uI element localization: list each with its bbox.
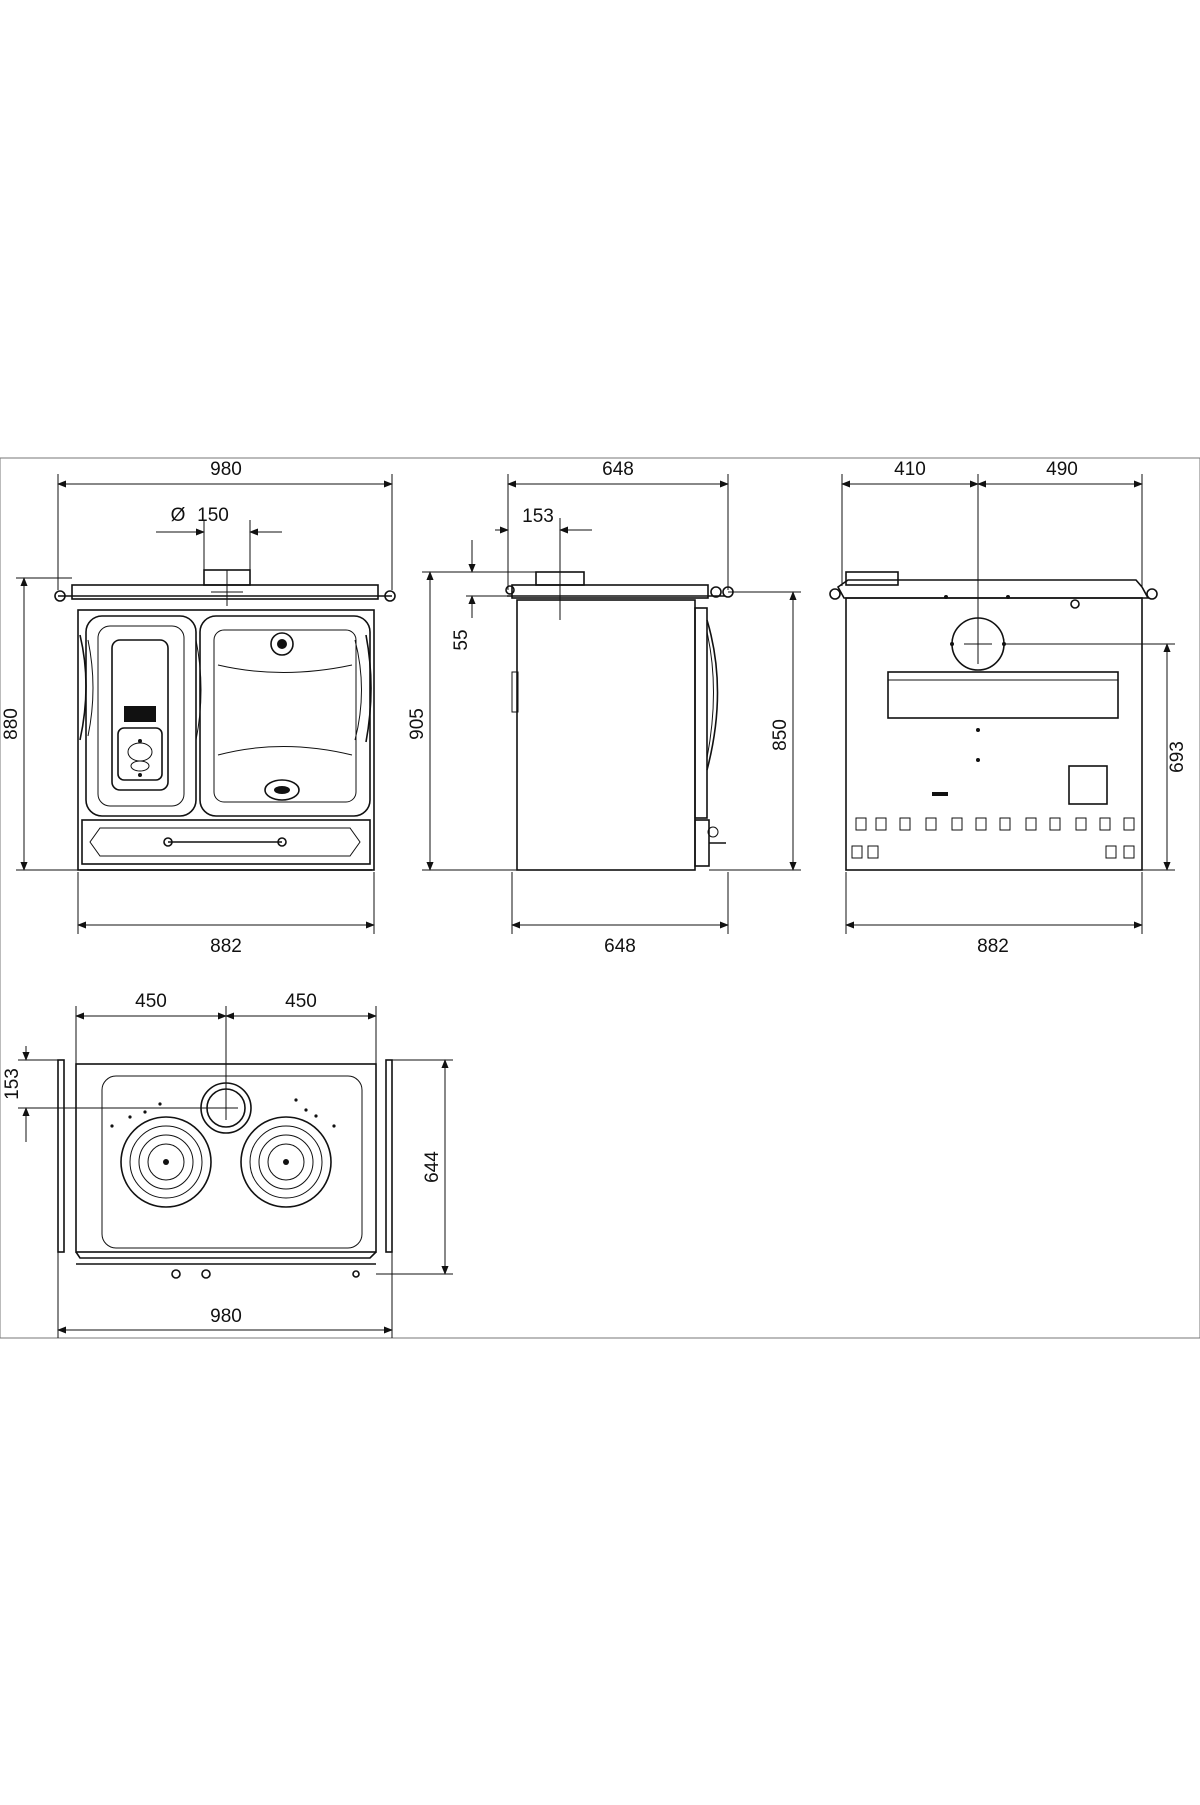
- side-door-handle: [706, 619, 719, 771]
- top-left-half-label: 450: [135, 991, 167, 1012]
- hot-plate-left: [120, 1116, 212, 1208]
- rear-right-offset-label: 490: [1046, 459, 1078, 480]
- brand-plate: [124, 706, 156, 722]
- top-right-half-label: 450: [285, 991, 317, 1012]
- side-depth-bottom-label: 648: [604, 936, 636, 957]
- side-view: 648 153 55 905 850 648: [407, 459, 801, 957]
- firebox-panel: [111, 639, 169, 791]
- rear-top-plate: [836, 579, 1150, 599]
- oven-thermometer: [270, 632, 294, 656]
- side-flue-spacing-label: 55: [451, 629, 472, 650]
- rear-body: [845, 597, 1143, 871]
- top-depth-label: 644: [422, 1151, 443, 1183]
- air-control: [117, 727, 163, 781]
- side-top-plate: [511, 584, 709, 599]
- side-flue-offset-label: 153: [522, 506, 554, 527]
- side-body-height-label: 850: [770, 719, 791, 751]
- rear-flue-height-label: 693: [1167, 741, 1188, 773]
- firebox-door: [85, 615, 197, 817]
- firebox-left-hinge: [79, 634, 87, 741]
- oven-handle: [264, 779, 300, 801]
- front-rail-knob-right: [384, 590, 396, 602]
- front-overall-width-label: 980: [210, 459, 242, 480]
- side-body: [516, 599, 696, 871]
- hot-plate-right: [240, 1116, 332, 1208]
- side-total-height-label: 905: [407, 708, 428, 740]
- front-rail-knob-left: [54, 590, 66, 602]
- rear-label-plate: [1068, 765, 1108, 805]
- ash-drawer: [81, 819, 371, 865]
- rear-base-width-label: 882: [977, 936, 1009, 957]
- rear-left-offset-label: 410: [894, 459, 926, 480]
- front-body: [77, 609, 375, 871]
- rear-view: 410 490 693 882: [829, 459, 1188, 957]
- rear-flue-collar: [845, 571, 899, 586]
- side-depth-top-label: 648: [602, 459, 634, 480]
- top-overall-width-label: 980: [210, 1306, 242, 1327]
- top-flue-offset-label: 153: [2, 1068, 23, 1100]
- front-height-label: 880: [1, 708, 22, 740]
- top-rail-left: [57, 1059, 65, 1253]
- front-view: 980 Ø 150 880 882: [1, 459, 396, 957]
- drawing-frame: [0, 457, 1200, 1339]
- rear-panel: [887, 671, 1119, 719]
- diameter-symbol: Ø: [171, 505, 186, 526]
- rear-vents: [855, 817, 1135, 831]
- top-view: 450 450 153 644 980: [2, 991, 453, 1338]
- front-base-width-label: 882: [210, 936, 242, 957]
- flue-diameter-label: 150: [197, 505, 229, 526]
- top-rail-right: [385, 1059, 393, 1253]
